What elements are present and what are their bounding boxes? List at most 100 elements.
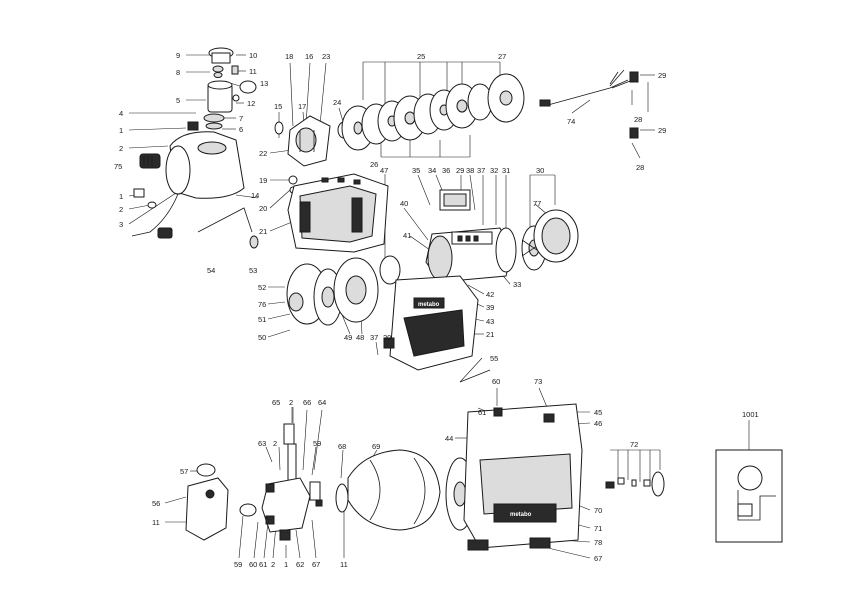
callout-label: 41 [403,231,411,240]
diffuser-stack [274,73,525,194]
callout-label: 29 [658,71,666,80]
callout-label: 4 [119,109,123,118]
callout-label: 1 [119,126,123,135]
callout-label: 35 [412,166,420,175]
callout-label: 34 [428,166,436,175]
callout-label: 62 [296,560,304,569]
callout-label: 51 [258,315,266,324]
detail-box [715,449,783,543]
cable-and-plug [459,69,639,383]
callout-label: 24 [333,98,341,107]
inlet-connector [139,153,161,169]
callout-label: 23 [322,52,330,61]
callout-label: 72 [630,440,638,449]
callout-label: 47 [380,166,388,175]
callout-label: 19 [259,176,267,185]
callout-label: 52 [258,283,266,292]
callout-label: 32 [490,166,498,175]
callout-label: 63 [258,439,266,448]
pressure-vessel [347,449,441,531]
callout-label: 49 [344,333,352,342]
callout-label: 45 [594,408,602,417]
callout-label: 54 [207,266,215,275]
callout-label: 6 [239,125,243,134]
fan-cover [533,209,579,263]
impeller-and-seal [286,257,395,349]
callout-label: 13 [260,79,268,88]
callout-label: 2 [119,205,123,214]
callout-label: 65 [272,398,280,407]
motor-assembly [379,189,579,285]
upper-base-frame [287,173,389,253]
callout-label: 36 [442,166,450,175]
callout-label: 29 [658,126,666,135]
callout-label: 15 [274,102,282,111]
callout-label: 21 [259,227,267,236]
callout-label: 75 [114,162,122,171]
callout-label: 18 [285,52,293,61]
callout-label: 66 [303,398,311,407]
callout-label: 10 [249,51,257,60]
callout-label: 40 [400,199,408,208]
callout-label: 44 [445,434,453,443]
callout-label: 53 [249,266,257,275]
callout-label: 46 [594,419,602,428]
callout-label: 14 [251,191,259,200]
motor-housing: metabo [389,275,479,371]
callout-label: 29 [456,166,464,175]
callout-label: 2 [119,144,123,153]
callout-label: 30 [536,166,544,175]
callout-label: 60 [249,560,257,569]
callout-label: 20 [259,204,267,213]
callout-label: 50 [258,333,266,342]
pressure-switch-assembly [185,423,349,541]
callout-label: 1001 [742,410,759,419]
callout-label: 33 [513,280,521,289]
callout-label: 1 [284,560,288,569]
callout-label: 7 [239,114,243,123]
callout-label: 64 [318,398,326,407]
callout-label: 59 [234,560,242,569]
callout-label: 37 [370,333,378,342]
callout-label: 3 [119,220,123,229]
callout-label: 27 [498,52,506,61]
callout-label: 69 [372,442,380,451]
callout-label: 22 [259,149,267,158]
callout-label: 5 [176,96,180,105]
callout-label: 73 [534,377,542,386]
callout-label: 11 [152,518,160,527]
callout-label: 61 [478,408,486,417]
callout-label: 38 [466,166,474,175]
lower-base-frame: metabo [445,403,665,551]
callout-label: 37 [477,166,485,175]
callout-label: 78 [594,538,602,547]
callout-label: 26 [370,160,378,169]
callout-label: 48 [356,333,364,342]
callout-label: 20 [383,333,391,342]
callout-label: 59 [313,439,321,448]
callout-label: 68 [338,442,346,451]
pump-head-assembly [131,47,259,249]
callout-label: 71 [594,524,602,533]
callout-label: 17 [298,102,306,111]
callout-label: 9 [176,51,180,60]
callout-label: 56 [152,499,160,508]
callout-label: 21 [486,330,494,339]
callout-label: 42 [486,290,494,299]
callout-label: 77 [533,199,541,208]
callout-label: 60 [492,377,500,386]
callout-label: 2 [289,398,293,407]
callout-labels: 9 10 8 11 13 5 12 4 7 1 6 2 75 1 2 3 14 … [114,51,759,569]
callout-label: 74 [567,117,575,126]
callout-label: 57 [180,467,188,476]
callout-label: 70 [594,506,602,515]
callout-label: 2 [271,560,275,569]
callout-label: 39 [486,303,494,312]
callout-label: 61 [259,560,267,569]
callout-label: 1 [119,192,123,201]
callout-label: 11 [249,67,257,76]
callout-label: 67 [594,554,602,563]
callout-label: 25 [417,52,425,61]
callout-label: 8 [176,68,180,77]
